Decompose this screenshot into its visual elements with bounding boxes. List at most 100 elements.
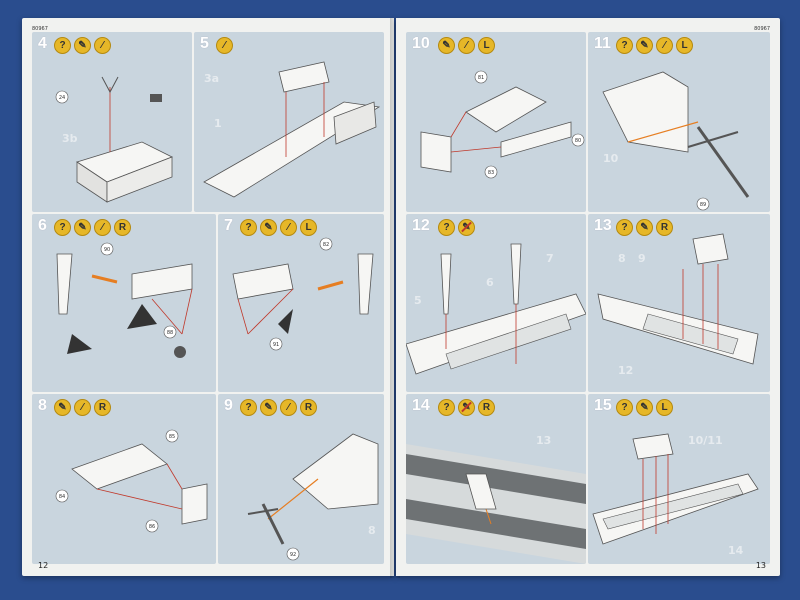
step-number: 9 — [224, 397, 233, 414]
step-number: 15 — [594, 397, 612, 414]
no-glue-icon: ✎ — [458, 399, 475, 416]
question-icon: ? — [616, 219, 633, 236]
glue-icon: ✎ — [74, 37, 91, 54]
left-side-icon: L — [300, 219, 317, 236]
strut-drawing: 89 — [602, 71, 750, 211]
step-number: 8 — [38, 397, 47, 414]
ghost-label: 10/11 — [688, 434, 723, 447]
step-number: 4 — [38, 35, 47, 52]
step-icons: ? ✎ ⁄ — [54, 37, 111, 54]
question-icon: ? — [438, 219, 455, 236]
step-number: 5 — [200, 35, 209, 52]
question-icon: ? — [616, 399, 633, 416]
step-panel-10: 10 ✎ ⁄ L 81 83 80 — [406, 32, 586, 212]
glue-icon: ✎ — [438, 37, 455, 54]
step-number: 12 — [412, 217, 430, 234]
hull-detail-drawing — [406, 444, 586, 564]
ghost-label: 8 — [368, 524, 376, 537]
step-panel-4: 4 ? ✎ ⁄ 3b 24 — [32, 32, 192, 212]
ghost-label: 5 — [414, 294, 422, 307]
step-icons: ? ✎ ⁄ R — [54, 219, 131, 236]
step-panel-8: 8 ✎ ⁄ R 85 84 86 — [32, 394, 216, 564]
question-icon: ? — [240, 219, 257, 236]
right-side-icon: R — [94, 399, 111, 416]
step-icons: ? ✎ ⁄ R — [240, 399, 317, 416]
step-number: 11 — [594, 35, 611, 52]
step-number: 6 — [38, 217, 47, 234]
step-icons: ? ✎ — [438, 219, 475, 236]
brush-icon: ⁄ — [94, 219, 111, 236]
step-icons: ? ✎ L — [616, 399, 673, 416]
ghost-label: 6 — [486, 276, 494, 289]
glue-icon: ✎ — [636, 37, 653, 54]
brush-icon: ⁄ — [656, 37, 673, 54]
question-icon: ? — [240, 399, 257, 416]
step-panel-12: 12 ? ✎ 5 6 7 — [406, 214, 586, 392]
brush-icon: ⁄ — [94, 37, 111, 54]
right-side-icon: R — [656, 219, 673, 236]
brush-icon: ⁄ — [280, 399, 297, 416]
step-icons: ? ✎ R — [438, 399, 495, 416]
ghost-label: 3b — [62, 132, 78, 145]
part-label: 85 — [169, 434, 175, 440]
brush-icon: ⁄ — [74, 399, 91, 416]
instruction-booklet: 80967 4 ? ✎ ⁄ 3b 24 5 ⁄ — [22, 18, 780, 584]
brush-icon: ⁄ — [216, 37, 233, 54]
booklet-spine — [390, 18, 400, 578]
part-drawing: 24 — [55, 76, 173, 203]
part-label: 86 — [149, 524, 155, 530]
part-label: 91 — [273, 342, 279, 348]
step-icons: ✎ ⁄ R — [54, 399, 111, 416]
step-number: 13 — [594, 217, 612, 234]
part-label: 88 — [167, 330, 173, 336]
question-icon: ? — [54, 37, 71, 54]
right-page: 80967 10 ✎ ⁄ L 81 83 80 — [396, 18, 780, 576]
page-number: 12 — [38, 561, 49, 570]
landing-gear-drawing: 82 91 — [232, 237, 374, 351]
question-icon: ? — [438, 399, 455, 416]
brush-icon: ⁄ — [458, 37, 475, 54]
glue-icon: ✎ — [74, 219, 91, 236]
glue-icon: ✎ — [636, 399, 653, 416]
ghost-label: 1 — [214, 117, 222, 130]
part-label: 83 — [488, 170, 494, 176]
step-panel-7: 7 ? ✎ ⁄ L 82 91 — [218, 214, 384, 392]
left-side-icon: L — [478, 37, 495, 54]
step-number: 14 — [412, 397, 430, 414]
left-side-icon: L — [656, 399, 673, 416]
right-side-icon: R — [478, 399, 495, 416]
step-panel-11: 11 ? ✎ ⁄ L 10 89 — [588, 32, 770, 212]
wing-part-drawing: 85 84 86 — [55, 429, 208, 533]
ghost-label: 10 — [603, 152, 619, 165]
left-page: 80967 4 ? ✎ ⁄ 3b 24 5 ⁄ — [22, 18, 394, 576]
strut-drawing: 92 — [247, 433, 379, 561]
glue-icon: ✎ — [260, 219, 277, 236]
part-label: 24 — [59, 95, 65, 101]
right-side-icon: R — [300, 399, 317, 416]
glue-icon: ✎ — [636, 219, 653, 236]
step-icons: ? ✎ ⁄ L — [616, 37, 693, 54]
ghost-label: 12 — [618, 364, 634, 377]
wing-part-drawing: 81 83 80 — [420, 70, 585, 179]
left-side-icon: L — [676, 37, 693, 54]
part-label: 81 — [478, 75, 484, 81]
step-panel-13: 13 ? ✎ R 8 9 12 — [588, 214, 770, 392]
right-side-icon: R — [114, 219, 131, 236]
step-icons: ? ✎ ⁄ L — [240, 219, 317, 236]
ghost-label: 8 — [618, 252, 626, 265]
hull-drawing — [597, 233, 759, 365]
step-panel-15: 15 ? ✎ L 10/11 14 — [588, 394, 770, 564]
step-number: 7 — [224, 217, 233, 234]
part-label: 90 — [104, 247, 110, 253]
step-panel-6: 6 ? ✎ ⁄ R 90 88 — [32, 214, 216, 392]
question-icon: ? — [616, 37, 633, 54]
part-label: 82 — [323, 242, 329, 248]
no-glue-icon: ✎ — [458, 219, 475, 236]
question-icon: ? — [54, 219, 71, 236]
page-number: 13 — [755, 561, 766, 570]
step-icons: ? ✎ R — [616, 219, 673, 236]
step-icons: ✎ ⁄ L — [438, 37, 495, 54]
ghost-label: 14 — [728, 544, 744, 557]
hull-drawing — [592, 433, 759, 545]
page-code: 80967 — [754, 26, 770, 32]
